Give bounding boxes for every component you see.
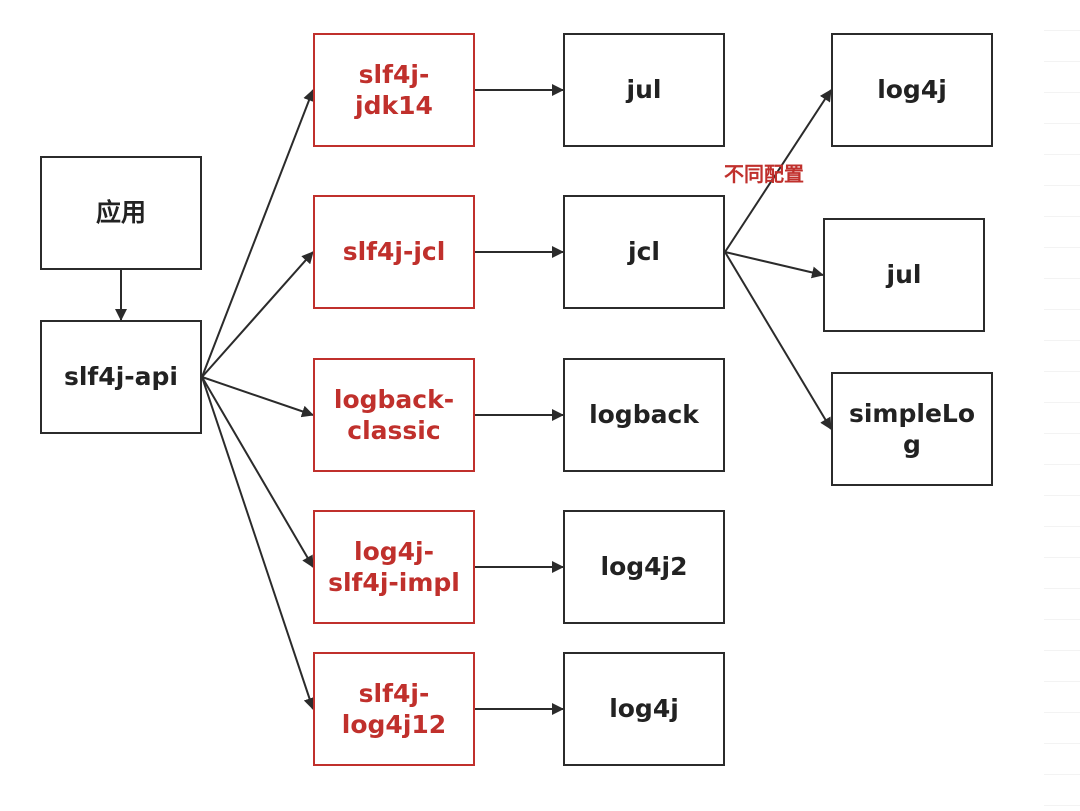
edge-slf4j_api-to-slf4j_log4j12 bbox=[201, 376, 316, 710]
edge-label-config: 不同配置 bbox=[724, 162, 804, 186]
node-slf4j-log4j12: slf4j- log4j12 bbox=[313, 652, 475, 766]
node-slf4j-jcl: slf4j-jcl bbox=[313, 195, 475, 309]
node-simplelog: simpleLo g bbox=[831, 372, 993, 486]
node-app: 应用 bbox=[40, 156, 202, 270]
edge-slf4j_api-to-slf4j_jcl bbox=[201, 251, 314, 378]
node-jcl: jcl bbox=[563, 195, 725, 309]
edge-jcl-to-jul_2 bbox=[724, 251, 824, 279]
edge-slf4j_api-to-slf4j_jdk14 bbox=[201, 89, 315, 378]
node-log4j-slf4j-impl: log4j- slf4j-impl bbox=[313, 510, 475, 624]
node-logback: logback bbox=[563, 358, 725, 472]
node-jcl-log4j: log4j bbox=[831, 33, 993, 147]
side-strip bbox=[1044, 0, 1080, 811]
edge-jcl-to-log4j_2 bbox=[724, 89, 832, 253]
node-logback-classic: logback- classic bbox=[313, 358, 475, 472]
edge-slf4j_api-to-log4j_slf4j_impl bbox=[201, 376, 314, 568]
node-log4j: log4j bbox=[563, 652, 725, 766]
edge-slf4j_api-to-logback_classic bbox=[201, 376, 314, 418]
node-slf4j-jdk14: slf4j- jdk14 bbox=[313, 33, 475, 147]
edge-jcl-to-simplelog bbox=[724, 251, 832, 430]
node-slf4j-api: slf4j-api bbox=[40, 320, 202, 434]
node-jcl-jul: jul bbox=[823, 218, 985, 332]
node-log4j2: log4j2 bbox=[563, 510, 725, 624]
node-jul: jul bbox=[563, 33, 725, 147]
